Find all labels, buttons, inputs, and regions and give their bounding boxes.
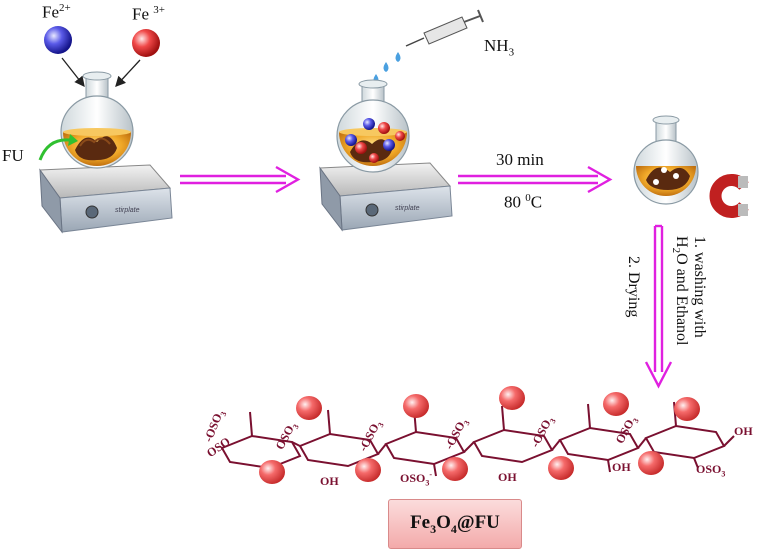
flask-2: [336, 79, 410, 173]
magenta-arrow-1: [180, 165, 301, 194]
magnet-icon: [709, 174, 749, 218]
product-label: Fe3O4@FU: [410, 511, 500, 536]
fe3-label: Fe 3+: [132, 4, 165, 24]
fe3-arrow: [115, 59, 141, 87]
svg-text:stirplate: stirplate: [115, 207, 140, 214]
oh-label: OH: [498, 470, 517, 484]
fu-label: FU: [2, 146, 24, 165]
magenta-arrow-2: [458, 165, 613, 194]
oso3-label: -OSO3: [355, 421, 386, 454]
fe2-arrow: [61, 57, 85, 88]
oh-label: OH: [320, 474, 339, 488]
oh-label: OH: [612, 460, 631, 474]
fe3-ion-sphere: [132, 29, 160, 57]
fe3o4-nanoparticles: [259, 386, 700, 484]
flask-3: [633, 115, 699, 205]
magenta-arrow-down: [644, 224, 673, 389]
hotplate-2: stirplate: [319, 162, 453, 232]
oso3-label: -OSO3: [441, 419, 472, 452]
nh3-label: NH3: [484, 36, 515, 59]
fe2-ion-sphere: [44, 26, 72, 54]
reaction-temp-label: 80 0C: [504, 192, 543, 212]
fe2-label: Fe2+: [42, 2, 71, 22]
flask-1: [60, 71, 134, 169]
product-label-box: Fe3O4@FU: [388, 499, 522, 549]
oso3-label: -OSO3: [527, 417, 558, 450]
svg-text:stirplate: stirplate: [395, 205, 420, 212]
fucoidan-chain: [220, 401, 735, 479]
oh-label: OH: [734, 424, 753, 438]
syringe-icon: [405, 9, 484, 47]
reaction-time-label: 30 min: [496, 150, 544, 169]
fu-green-arrow: [38, 138, 71, 161]
seaweed-1: [75, 136, 117, 161]
oso3-bottom-label: OSO3-: [400, 470, 433, 488]
oso3-label: OSO3: [612, 416, 641, 446]
oso3-label: OSO3: [272, 422, 301, 452]
oso3-bottom-label: OSO3: [696, 462, 726, 479]
hotplate-1: stirplate: [39, 164, 173, 234]
